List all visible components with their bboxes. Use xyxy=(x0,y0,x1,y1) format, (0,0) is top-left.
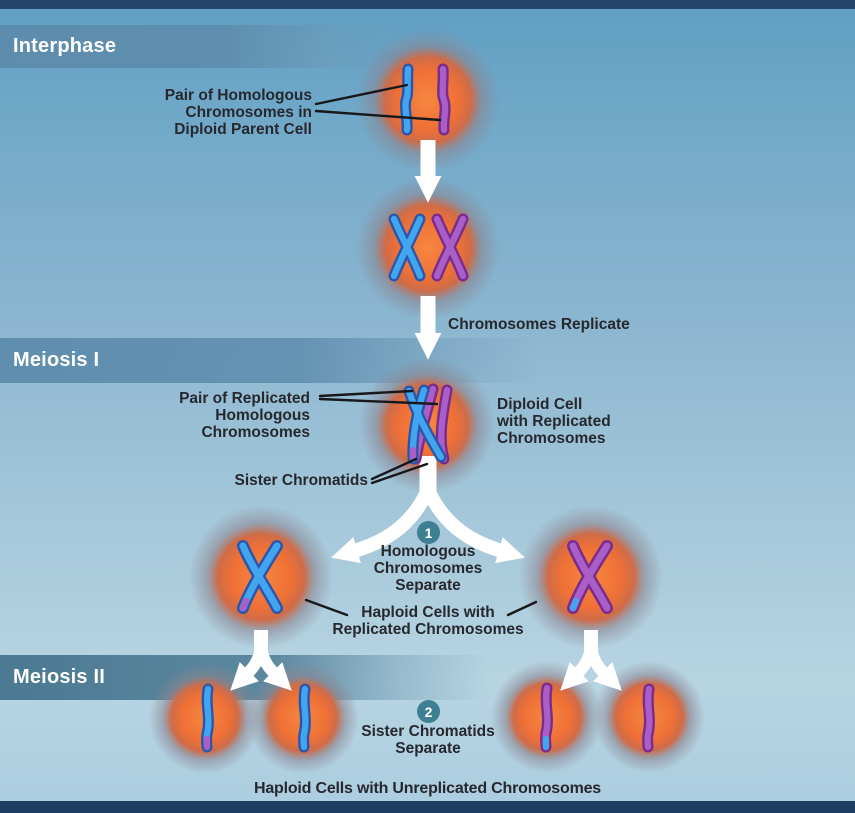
step-1-number: 1 xyxy=(424,524,433,541)
haploid-blue-x-purple-tip xyxy=(239,597,250,612)
phase-label-meiosis-2: Meiosis II xyxy=(13,666,106,688)
gamete4-chromatid-purple xyxy=(642,683,655,753)
label-step2-sister-separate: Sister Chromatids Separate xyxy=(361,723,495,757)
cell-diploid-parent xyxy=(356,28,500,172)
phase-label-interphase: Interphase xyxy=(13,35,117,57)
fork2-arm-right xyxy=(255,647,292,691)
chromosome-blue-replicated xyxy=(388,213,426,282)
pointer-line-sister-1 xyxy=(370,457,418,481)
label-diploid-cell: Diploid Cell with Replicated Chromosomes xyxy=(497,396,611,447)
bottom-border-bar xyxy=(0,801,855,813)
pointer-line-replicated-1 xyxy=(318,389,414,398)
pointer-line-homologous-2 xyxy=(314,109,442,122)
haploid-purple-x-blue-tip xyxy=(569,597,580,612)
pointer-line-haploid-right xyxy=(506,600,538,617)
pointer-line-sister-2 xyxy=(370,462,429,485)
cell-replicated xyxy=(356,176,500,320)
fork1-arm-left xyxy=(331,486,435,564)
fork3-arm-right xyxy=(585,647,622,691)
chromosome-purple-unreplicated xyxy=(437,63,451,136)
label-haploid-replicated: Haploid Cells with Replicated Chromosome… xyxy=(332,604,524,638)
phase-band-meiosis-2: Meiosis II xyxy=(0,655,855,700)
pointer-line-haploid-left xyxy=(304,598,349,617)
step-2-number: 2 xyxy=(424,703,433,720)
label-pair-homologous: Pair of Homologous Chromosomes in Diploi… xyxy=(164,87,312,138)
label-pair-replicated: Pair of Replicated Homologous Chromosome… xyxy=(179,390,310,441)
step-1-badge: 1 xyxy=(417,521,440,544)
label-sister-chromatids: Sister Chromatids xyxy=(234,472,368,489)
chromosome-purple-replicated xyxy=(431,213,469,282)
label-haploid-unreplicated: Haploid Cells with Unreplicated Chromoso… xyxy=(253,780,602,797)
pointer-line-replicated-2 xyxy=(318,397,439,406)
gamete2-chromatid-blue xyxy=(298,683,311,753)
fork1-arm-right xyxy=(421,486,525,564)
pointer-lines xyxy=(304,83,538,617)
label-chromosomes-replicate: Chromosomes Replicate xyxy=(448,316,630,333)
top-border-bar xyxy=(0,0,855,9)
label-step1-homologous-separate: Homologous Chromosomes Separate xyxy=(373,543,483,594)
phase-label-meiosis-1: Meiosis I xyxy=(13,349,100,371)
pointer-line-homologous-1 xyxy=(314,83,409,106)
chromosome-blue-unreplicated xyxy=(399,63,414,136)
step-2-badge: 2 xyxy=(417,700,440,723)
